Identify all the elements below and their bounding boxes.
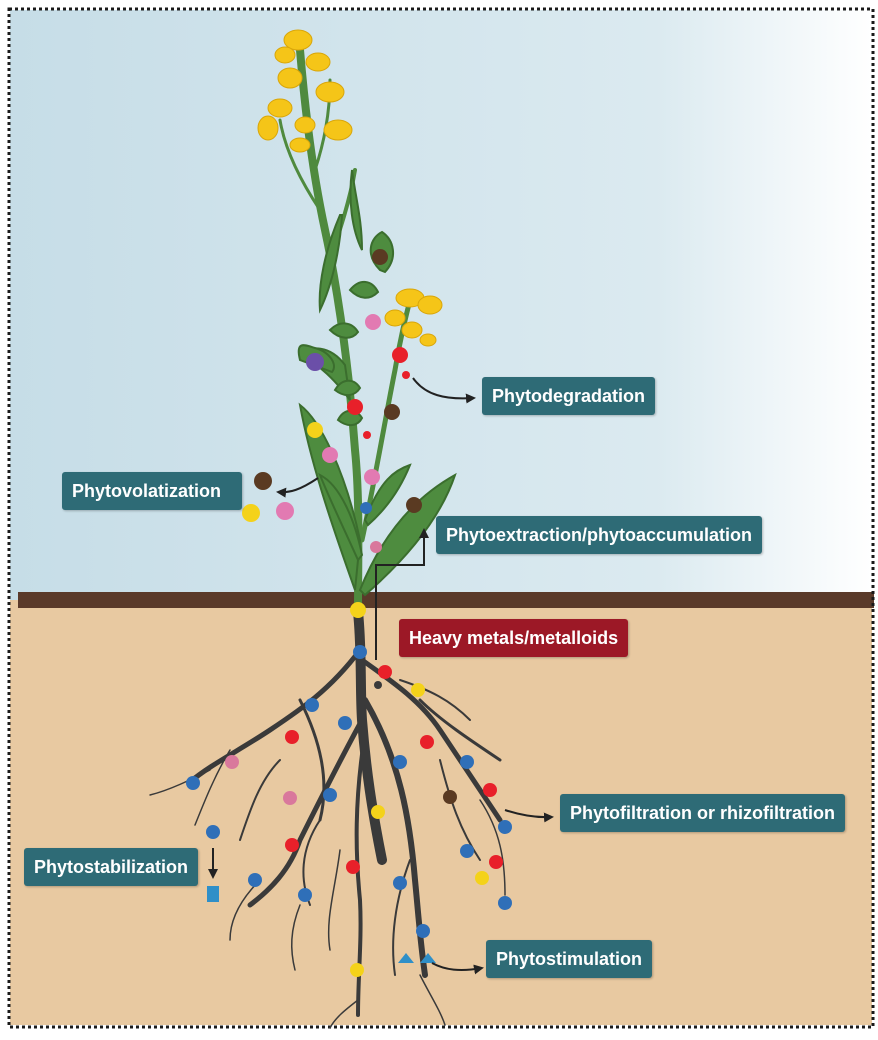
label-phytodegradation: Phytodegradation	[482, 377, 655, 415]
label-phytostabilization: Phytostabilization	[24, 848, 198, 886]
label-phytovolatization: Phytovolatization	[62, 472, 242, 510]
label-heavy-metals: Heavy metals/metalloids	[399, 619, 628, 657]
label-phytoextraction: Phytoextraction/phytoaccumulation	[436, 516, 762, 554]
label-phytofiltration: Phytofiltration or rhizofiltration	[560, 794, 845, 832]
label-phytostimulation: Phytostimulation	[486, 940, 652, 978]
ground-line	[18, 592, 874, 608]
